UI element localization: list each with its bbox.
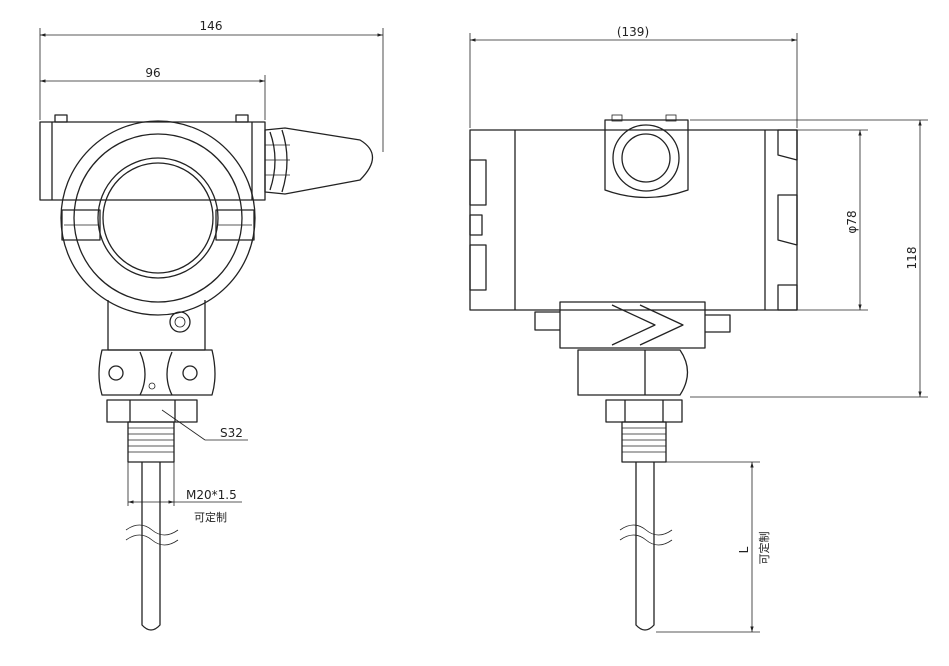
- dim-label-thread: M20*1.5: [186, 488, 237, 502]
- dim-L: L 可定制: [656, 461, 771, 633]
- side-view: (139) φ78 118 L 可定制: [469, 25, 928, 633]
- dim-96: 96: [40, 66, 266, 120]
- dim-label-height: 118: [905, 247, 919, 270]
- dim-label-hex: S32: [220, 426, 243, 440]
- side-thread-hatching: [622, 427, 666, 453]
- dim-thread: M20*1.5 可定制: [127, 462, 242, 524]
- front-view: 146 96 S32 M20*1.5 可定制: [39, 19, 384, 631]
- dim-label-side-width: (139): [617, 25, 649, 39]
- dim-phi78: φ78: [797, 129, 868, 311]
- dim-s32: S32: [161, 409, 248, 441]
- dim-118: 118: [690, 119, 928, 398]
- dim-label-cover-diameter: φ78: [845, 210, 859, 233]
- dim-label-thread-note: 可定制: [194, 510, 227, 524]
- dim-139: (139): [469, 25, 798, 128]
- dim-label-body-width: 96: [145, 66, 160, 80]
- dim-label-overall-width: 146: [200, 19, 223, 33]
- front-thread-hatching: [128, 427, 174, 453]
- dim-label-length: L: [737, 546, 751, 553]
- dim-146: 146: [39, 19, 384, 152]
- dim-label-length-note: 可定制: [757, 532, 771, 565]
